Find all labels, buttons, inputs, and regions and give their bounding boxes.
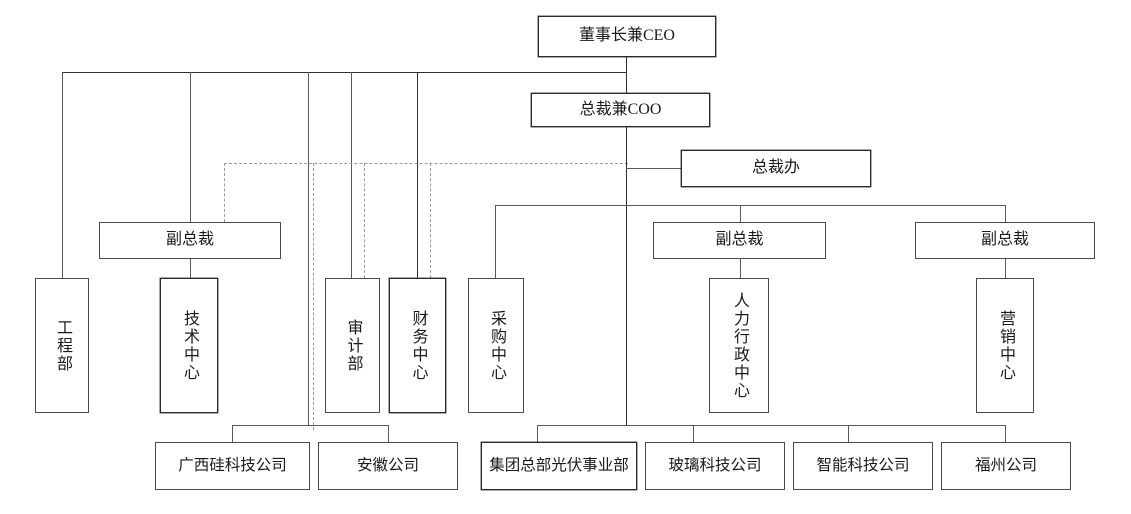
dashed-reporting-bus bbox=[224, 163, 628, 164]
dashed-drop-audit bbox=[364, 163, 365, 278]
connector-drop-engineering bbox=[62, 72, 63, 278]
connector-vp-right-to-marketing bbox=[1005, 259, 1006, 278]
connector-left-subsidiary-bus bbox=[232, 425, 389, 426]
connector-top-bus bbox=[62, 72, 627, 73]
node-audit-dept[interactable]: 审计部 bbox=[325, 278, 380, 413]
node-vp-left[interactable]: 副总裁 bbox=[99, 222, 281, 259]
node-vp-right[interactable]: 副总裁 bbox=[915, 222, 1095, 259]
dashed-drop-finance bbox=[430, 163, 431, 278]
connector-drop-glass bbox=[693, 425, 694, 442]
dashed-drop-vp-left bbox=[224, 163, 225, 222]
node-coo[interactable]: 总裁兼COO bbox=[531, 93, 710, 127]
connector-drop-vp-left bbox=[190, 72, 191, 222]
connector-right-subsidiary-bus bbox=[537, 425, 1006, 426]
connector-vp-mid-to-hr bbox=[740, 259, 741, 278]
node-hr-admin-center[interactable]: 人力行政中心 bbox=[709, 278, 769, 413]
connector-drop-hq-pv bbox=[537, 425, 538, 442]
connector-drop-guangxi bbox=[232, 425, 233, 442]
node-vp-mid[interactable]: 副总裁 bbox=[653, 222, 826, 259]
connector-drop-left-subsidiaries bbox=[308, 72, 309, 425]
connector-drop-audit bbox=[351, 72, 352, 278]
node-engineering-dept[interactable]: 工程部 bbox=[35, 278, 89, 413]
connector-vp-bus bbox=[495, 205, 1006, 206]
node-hq-pv-division[interactable]: 集团总部光伏事业部 bbox=[481, 442, 637, 490]
node-guangxi-silicon[interactable]: 广西硅科技公司 bbox=[155, 442, 310, 490]
connector-drop-smart bbox=[848, 425, 849, 442]
connector-ceo-stem bbox=[626, 57, 627, 73]
connector-coo-to-president-office bbox=[626, 168, 681, 169]
connector-drop-vp-mid bbox=[740, 205, 741, 222]
node-glass-tech[interactable]: 玻璃科技公司 bbox=[645, 442, 785, 490]
node-ceo[interactable]: 董事长兼CEO bbox=[538, 16, 716, 57]
node-procurement-center[interactable]: 采购中心 bbox=[468, 278, 524, 413]
node-fuzhou-company[interactable]: 福州公司 bbox=[941, 442, 1071, 490]
connector-drop-vp-right bbox=[1005, 205, 1006, 222]
node-anhui-company[interactable]: 安徽公司 bbox=[318, 442, 458, 490]
node-smart-tech[interactable]: 智能科技公司 bbox=[793, 442, 933, 490]
node-tech-center[interactable]: 技术中心 bbox=[160, 278, 218, 413]
connector-coo-stem bbox=[626, 127, 627, 426]
connector-drop-procurement bbox=[495, 205, 496, 278]
node-president-office[interactable]: 总裁办 bbox=[681, 150, 871, 187]
connector-drop-fuzhou bbox=[1005, 425, 1006, 442]
connector-drop-anhui bbox=[388, 425, 389, 442]
node-finance-center[interactable]: 财务中心 bbox=[389, 278, 446, 413]
dashed-drop-left-subsidiaries bbox=[313, 163, 314, 430]
connector-ceo-to-coo bbox=[626, 72, 627, 93]
node-marketing-center[interactable]: 营销中心 bbox=[976, 278, 1034, 413]
connector-vp-left-to-tech bbox=[190, 259, 191, 278]
connector-drop-finance bbox=[417, 72, 418, 278]
